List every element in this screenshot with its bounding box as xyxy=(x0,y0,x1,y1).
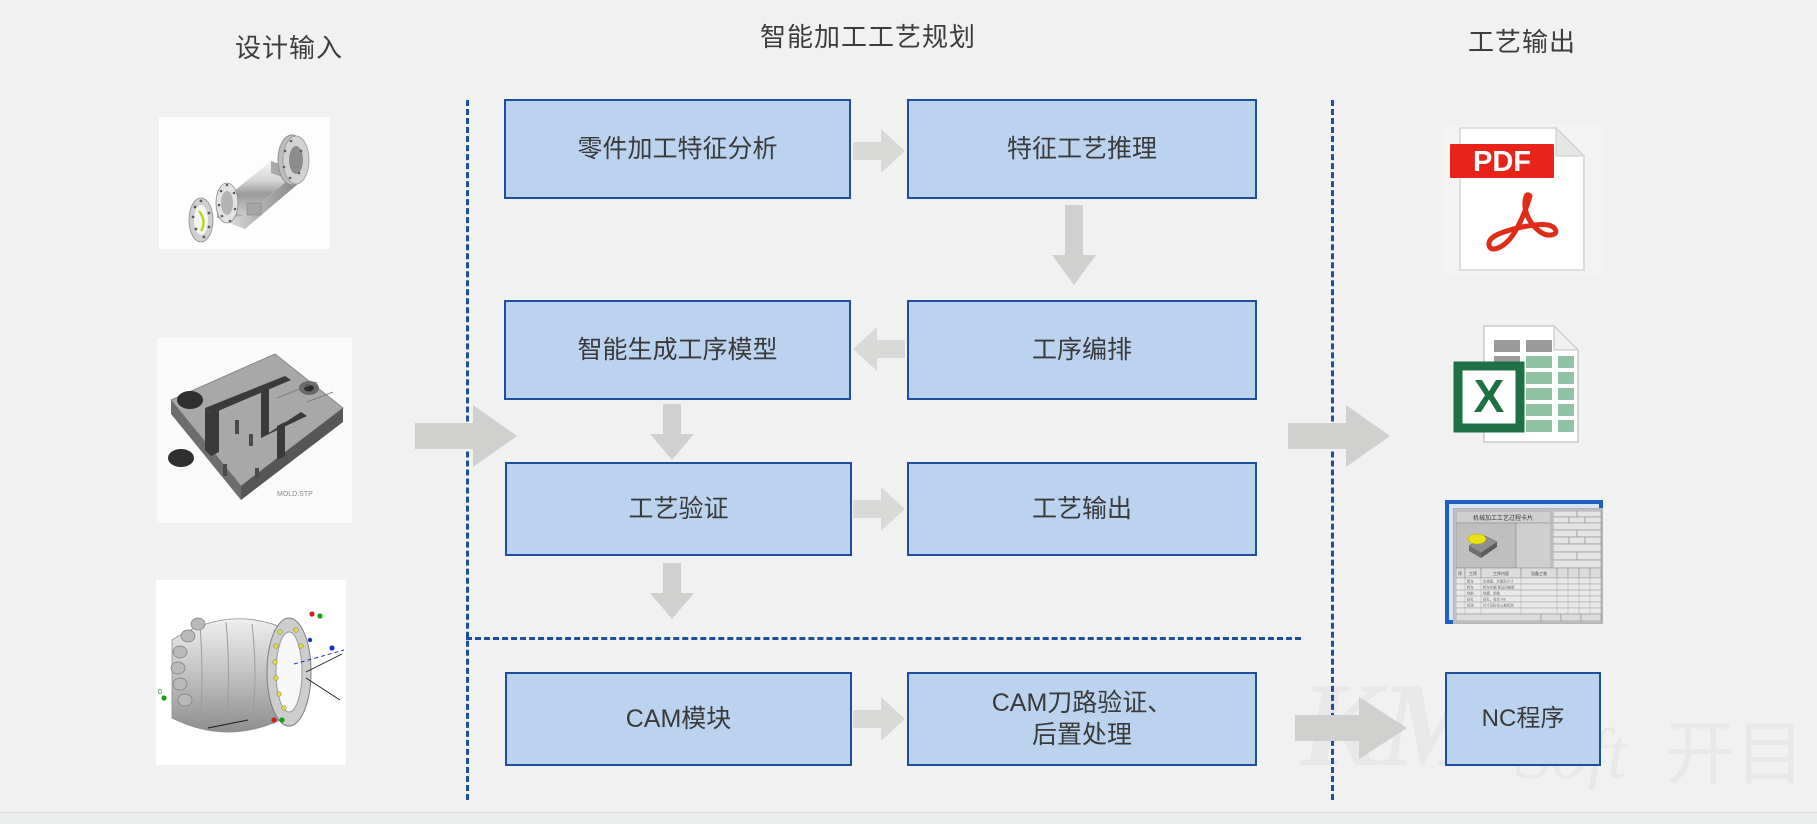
big-arrow-right-icon-output xyxy=(1288,405,1390,472)
big-arrow-right-icon-nc xyxy=(1295,697,1407,764)
design-input-thumbnail-mold-base[interactable]: MOLD.STP xyxy=(157,338,352,523)
svg-text:车端面、外圆至尺寸: 车端面、外圆至尺寸 xyxy=(1483,579,1514,584)
pdf-document-icon[interactable]: PDF xyxy=(1438,120,1606,280)
divider-cam-dashed xyxy=(466,637,1301,640)
arrow-left-icon-row2 xyxy=(853,327,905,371)
process-box-label: 工序编排 xyxy=(1031,336,1132,364)
process-box-process-verification[interactable]: 工艺验证 xyxy=(505,462,852,556)
svg-text:开目: 开目 xyxy=(1665,715,1805,790)
process-box-cam-module[interactable]: CAM模块 xyxy=(505,672,852,766)
process-box-label: 智能生成工序模型 xyxy=(577,336,778,364)
page-title-process-output: 工艺输出 xyxy=(1468,27,1577,57)
process-box-feature-process-reasoning[interactable]: 特征工艺推理 xyxy=(907,99,1257,199)
svg-text:机械加工工艺过程卡片: 机械加工工艺过程卡片 xyxy=(1473,514,1533,522)
process-box-process-output[interactable]: 工艺输出 xyxy=(907,462,1257,556)
process-box-label: 零件加工特征分析 xyxy=(577,135,778,163)
design-input-thumbnail-shaft-housing[interactable] xyxy=(159,117,330,249)
svg-text:精车外圆 保证同轴度: 精车外圆 保证同轴度 xyxy=(1483,585,1515,590)
process-box-label: 特征工艺推理 xyxy=(1006,135,1157,163)
process-box-label: NC程序 xyxy=(1481,704,1565,732)
design-input-thumbnail-engine-casing[interactable]: 0 xyxy=(156,580,346,765)
process-box-operation-sequencing[interactable]: 工序编排 xyxy=(907,300,1257,400)
svg-text:钻孔: 钻孔 xyxy=(1467,597,1474,602)
excel-spreadsheet-icon[interactable]: X xyxy=(1450,318,1590,448)
arrow-down-icon-2 xyxy=(650,404,694,460)
arrow-right-icon-row4 xyxy=(853,697,905,741)
svg-text:粗车: 粗车 xyxy=(1467,579,1474,584)
process-box-nc-program[interactable]: NC程序 xyxy=(1445,672,1601,766)
svg-text:尺寸及形位公差检测: 尺寸及形位公差检测 xyxy=(1483,603,1514,608)
arrow-right-icon-row3 xyxy=(853,487,905,531)
svg-text:精车: 精车 xyxy=(1467,585,1474,590)
pdf-badge-text: PDF xyxy=(1473,146,1531,178)
svg-text:工序内容: 工序内容 xyxy=(1493,570,1509,576)
process-box-label: 工艺输出 xyxy=(1031,495,1132,523)
process-box-label: CAM模块 xyxy=(625,705,732,733)
svg-text:钻孔、攻丝 M8: 钻孔、攻丝 M8 xyxy=(1483,597,1506,602)
arrow-down-icon-1 xyxy=(1052,205,1096,285)
arrow-down-icon-3 xyxy=(650,563,694,619)
big-arrow-right-icon-input xyxy=(415,405,517,472)
divider-right-dashed xyxy=(1331,100,1334,800)
page-title-process-planning: 智能加工工艺规划 xyxy=(760,22,977,52)
bottom-divider xyxy=(0,812,1817,824)
svg-text:设备工装: 设备工装 xyxy=(1531,570,1547,576)
svg-text:0: 0 xyxy=(158,689,162,696)
process-box-label-line2: 后置处理 xyxy=(1031,721,1132,749)
excel-badge-text: X xyxy=(1474,370,1505,422)
divider-left-dashed xyxy=(466,100,469,800)
svg-text:检验: 检验 xyxy=(1467,603,1474,608)
svg-text:铣削: 铣削 xyxy=(1467,591,1474,596)
process-box-generate-operation-model[interactable]: 智能生成工序模型 xyxy=(504,300,851,400)
arrow-right-icon-row1 xyxy=(853,129,905,173)
svg-text:序: 序 xyxy=(1458,570,1462,576)
process-box-label-line1: CAM刀路验证、 xyxy=(991,689,1173,717)
svg-text:MOLD.STP: MOLD.STP xyxy=(277,491,313,498)
process-box-feature-analysis[interactable]: 零件加工特征分析 xyxy=(504,99,851,199)
svg-text:工序: 工序 xyxy=(1469,570,1477,576)
page-title-design-input: 设计输入 xyxy=(235,33,344,63)
svg-text:铣槽、倒角: 铣槽、倒角 xyxy=(1483,591,1500,596)
process-box-label: 工艺验证 xyxy=(628,495,729,523)
process-card-icon[interactable]: 机械加工工艺过程卡片 xyxy=(1445,500,1603,624)
process-box-cam-toolpath-verification[interactable]: CAM刀路验证、 后置处理 xyxy=(907,672,1257,766)
